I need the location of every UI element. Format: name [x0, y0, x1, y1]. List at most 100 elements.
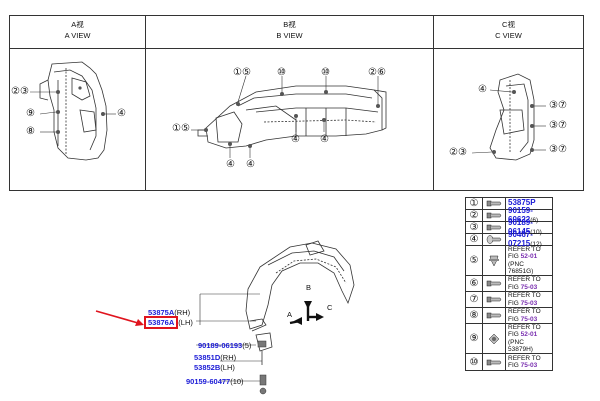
legend-part-link[interactable]: 53875P	[508, 198, 536, 208]
legend-fig-link[interactable]: 75-03	[520, 315, 538, 323]
bracket-rh[interactable]: 53851D(RH)	[194, 353, 237, 362]
legend-fig-link[interactable]: 52-01	[520, 253, 538, 260]
legend-line[interactable]: 90189-06145(10)	[508, 219, 550, 236]
legend-line[interactable]: FIG 75-03	[508, 362, 550, 370]
screw-icon	[483, 308, 506, 323]
legend-plain-text: FIG	[508, 331, 521, 338]
legend-plain-text: REFER TO	[508, 323, 541, 331]
washer-screw-icon	[483, 234, 506, 245]
legend-line[interactable]: 90159-60622(6)	[508, 207, 550, 224]
legend-line[interactable]: FIG 75-03	[508, 300, 550, 308]
legend-quantity: (12)	[530, 240, 542, 248]
legend-callout-number: ⑩	[466, 354, 483, 370]
red-pointer-arrow	[95, 310, 144, 326]
legend-line[interactable]: FIG 52-01	[508, 331, 550, 339]
legend-callout-number: ⑦	[466, 292, 483, 307]
part-number-lh-highlighted[interactable]: 53876A	[144, 316, 179, 329]
legend-line[interactable]: FIG 52-01	[508, 253, 550, 261]
legend-fig-link[interactable]: 75-03	[520, 362, 538, 369]
legend-plain-text: FIG	[508, 283, 521, 291]
c-callout-3-7b: ③⑦	[549, 120, 567, 131]
legend-callout-number: ⑧	[466, 308, 483, 323]
legend-plain-text: REFER TO	[508, 308, 541, 315]
legend-line[interactable]: 90467-07215(12)	[508, 231, 550, 248]
legend-plain-text: REFER TO	[508, 292, 541, 299]
legend-fig-link[interactable]: 75-03	[520, 299, 538, 307]
legend-callout-number: ①	[466, 198, 483, 209]
legend-line: REFER TO	[508, 355, 550, 363]
legend-line: REFER TO	[508, 324, 550, 332]
fastener-90159-60477[interactable]: 90159-60477(10)	[186, 377, 244, 386]
b-callout-2-6: ②⑥	[368, 67, 386, 78]
c-callout-3-7a: ③⑦	[549, 100, 567, 111]
legend-callout-number: ⑨	[466, 324, 483, 353]
legend-text: 90467-07215(12)	[506, 231, 552, 248]
legend-part-link[interactable]: 90467-07215	[508, 230, 533, 248]
legend-text: 90189-06145(10)	[506, 219, 552, 236]
legend-text: 53875P	[506, 198, 552, 209]
legend-text: 90159-60622(6)	[506, 207, 552, 224]
legend-callout-number: ②	[466, 210, 483, 221]
b-callout-1-5-left: ①⑤	[172, 123, 190, 134]
legend-line: REFER TO	[508, 292, 550, 300]
legend-part-link[interactable]: 90159-60622	[508, 206, 533, 224]
direction-label-b: B	[306, 283, 312, 292]
main-fender-liner-drawing	[196, 240, 355, 395]
legend-part-link[interactable]: 90189-06145	[508, 218, 533, 236]
view-divider	[145, 15, 146, 191]
a-callout-9: ⑨	[26, 108, 35, 119]
legend-line: REFER TO	[508, 246, 550, 254]
direction-label-a: A	[287, 310, 293, 319]
b-callout-4d: ④	[246, 159, 255, 170]
screw-icon	[483, 276, 506, 291]
b-callout-4b: ④	[320, 134, 329, 145]
legend-line[interactable]: FIG 75-03	[508, 284, 550, 292]
b-callout-1-5-top: ①⑤	[233, 67, 251, 78]
part-number-rh[interactable]: 53875A(RH)	[148, 308, 191, 317]
legend-line: (PNC 53879H)	[508, 339, 550, 354]
b-callout-10a: ⑩	[277, 67, 286, 78]
legend-plain-text: REFER TO	[508, 245, 541, 253]
legend-fig-link[interactable]: 52-01	[520, 331, 538, 338]
legend-quantity: (6)	[530, 216, 539, 224]
rivet-icon	[483, 324, 506, 353]
c-callout-4: ④	[478, 84, 487, 95]
legend-row: ② 90159-60622(6)	[466, 207, 552, 224]
legend-callout-number: ⑥	[466, 276, 483, 291]
screw-icon	[483, 210, 506, 221]
legend-callout-number: ③	[466, 222, 483, 233]
legend-line: (PNC 76851G)	[508, 261, 550, 276]
legend-line: REFER TO	[508, 308, 550, 316]
bracket-lh[interactable]: 53852B(LH)	[194, 363, 235, 372]
clip-icon	[483, 246, 506, 275]
screw-icon	[483, 222, 506, 233]
part-number-lh[interactable]: 53876A(LH)	[144, 316, 193, 329]
c-view-drawing	[471, 73, 546, 161]
legend-fig-link[interactable]: 75-03	[520, 283, 538, 291]
a-view-drawing	[30, 61, 116, 161]
legend-plain-text: FIG	[508, 299, 521, 307]
b-view-drawing	[191, 75, 387, 158]
b-callout-10b: ⑩	[321, 67, 330, 78]
c-callout-3-7c: ③⑦	[549, 144, 567, 155]
legend-line[interactable]: 53875P	[508, 199, 550, 208]
legend-row: ① 53875P	[466, 198, 552, 210]
a-callout-4: ④	[117, 108, 126, 119]
legend-plain-text: FIG	[508, 253, 521, 260]
b-callout-4a: ④	[291, 134, 300, 145]
legend-plain-text: FIG	[508, 362, 521, 369]
fastener-90189-06193[interactable]: 90189-06193(5)	[198, 341, 252, 350]
legend-line[interactable]: FIG 75-03	[508, 316, 550, 324]
